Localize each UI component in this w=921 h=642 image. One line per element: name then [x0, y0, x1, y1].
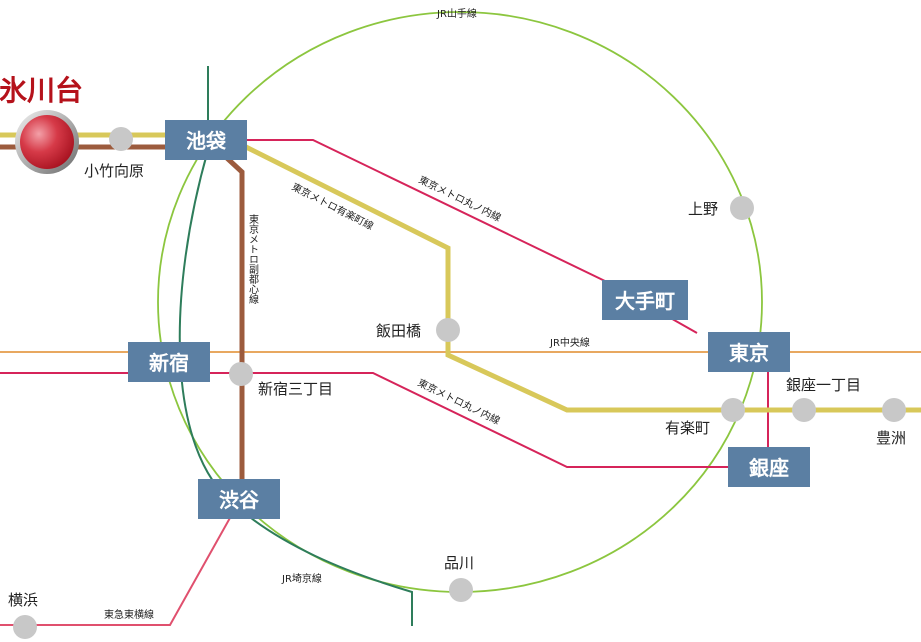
station-shinagawa-label: 品川 [444, 554, 474, 572]
marunouchi-line-south [0, 372, 770, 468]
station-kotakemukaihara-dot[interactable] [109, 127, 133, 151]
station-toyosu-dot[interactable] [882, 398, 906, 422]
station-iidabashi-dot[interactable] [436, 318, 460, 342]
station-ginza-itchome-label: 銀座一丁目 [786, 376, 861, 394]
hub-ikebukuro-label: 池袋 [186, 129, 227, 153]
station-ginza-itchome-dot[interactable] [792, 398, 816, 422]
station-shinjuku-sanchome-label: 新宿三丁目 [258, 380, 333, 398]
marunouchi-north-label: 東京メトロ丸ノ内線 [417, 173, 504, 224]
station-yokohama-dot[interactable] [13, 615, 37, 639]
hub-otemachi[interactable]: 大手町 [602, 280, 688, 320]
hub-ginza-label: 銀座 [749, 456, 789, 480]
station-yokohama-label: 横浜 [8, 591, 38, 609]
marunouchi-south-label: 東京メトロ丸ノ内線 [416, 376, 503, 427]
hub-ikebukuro[interactable]: 池袋 [165, 120, 247, 160]
station-ueno-label: 上野 [688, 200, 718, 218]
chuo-line-label: JR中央線 [549, 336, 590, 349]
home-station-label: 氷川台 [0, 74, 83, 107]
hub-shibuya-label: 渋谷 [219, 488, 260, 512]
yamanote-line-label: JR山手線 [436, 7, 477, 20]
station-yurakucho-label: 有楽町 [665, 419, 710, 437]
hub-tokyo-label: 東京 [729, 341, 769, 365]
hub-otemachi-label: 大手町 [615, 289, 675, 313]
hub-ginza[interactable]: 銀座 [728, 447, 810, 487]
hub-shinjuku[interactable]: 新宿 [128, 342, 210, 382]
fukutoshin-line-label: 東京メトロ副都心線 [247, 213, 259, 304]
saikyo-line-label: JR埼京線 [281, 572, 322, 585]
station-yurakucho-dot[interactable] [721, 398, 745, 422]
hub-tokyo[interactable]: 東京 [708, 332, 790, 372]
station-ueno-dot[interactable] [730, 196, 754, 220]
station-shinjuku-sanchome-dot[interactable] [229, 362, 253, 386]
station-shinagawa-dot[interactable] [449, 578, 473, 602]
station-iidabashi-label: 飯田橋 [376, 322, 421, 340]
station-kotakemukaihara-label: 小竹向原 [84, 162, 144, 180]
hub-shibuya[interactable]: 渋谷 [198, 479, 280, 519]
station-toyosu-label: 豊洲 [876, 429, 906, 447]
fukutoshin-line [0, 144, 245, 505]
home-station-marker[interactable] [15, 110, 79, 174]
toyoko-line-label: 東急東横線 [104, 608, 154, 621]
toyoko-line [0, 499, 241, 626]
hub-shinjuku-label: 新宿 [149, 351, 189, 375]
